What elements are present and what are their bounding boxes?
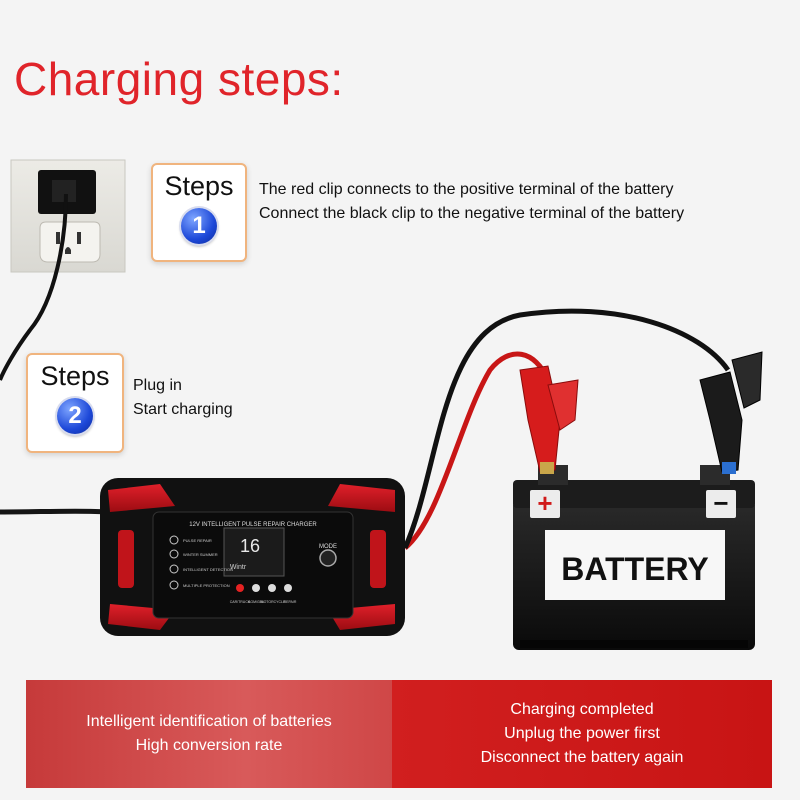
- battery-plus-sign: +: [537, 488, 552, 518]
- charger-left-label: PULSE REPAIR: [183, 538, 212, 543]
- charger-panel-title: 12V INTELLIGENT PULSE REPAIR CHARGER: [189, 522, 317, 528]
- charger-device-icon: 16 Wintr 12V INTELLIGENT PULSE REPAIR CH…: [100, 478, 405, 636]
- completion-line: Disconnect the battery again: [480, 749, 684, 766]
- charger-mode-button[interactable]: [319, 549, 337, 567]
- charger-left-label: WINTER SUMMER: [183, 552, 218, 557]
- charger-left-cable: [0, 508, 111, 515]
- charger-bottom-label: AGM/GEL: [248, 600, 264, 604]
- completion-banner: Charging completed Unplug the power firs…: [392, 680, 772, 788]
- black-cable: [402, 308, 731, 550]
- completion-line: Charging completed: [510, 701, 654, 718]
- charger-left-label: INTELLIGENT DETECTION: [183, 567, 233, 572]
- step-2-description: Plug in Start charging: [133, 374, 233, 422]
- step-2-badge: Steps 2: [26, 353, 124, 453]
- feature-banner: Intelligent identification of batteries …: [26, 680, 392, 788]
- charger-display-mode: Wintr: [230, 564, 247, 571]
- step-1-number: 1: [181, 208, 217, 244]
- page-title: Charging steps:: [14, 53, 344, 105]
- completion-line: Unplug the power first: [504, 725, 660, 742]
- step-1-word: Steps: [164, 171, 234, 201]
- step-1-description: The red clip connects to the positive te…: [259, 178, 684, 226]
- step-2-line: Plug in: [133, 377, 182, 394]
- charger-mode-label: MODE: [319, 544, 337, 550]
- charger-bottom-label: REPAIR: [284, 600, 297, 604]
- charger-bottom-label: CAR/TRUCK: [230, 600, 251, 604]
- feature-line: Intelligent identification of batteries: [86, 713, 332, 730]
- step-2-word: Steps: [40, 361, 110, 391]
- feature-line: High conversion rate: [135, 737, 283, 754]
- battery-minus-sign: −: [713, 488, 728, 518]
- step-2-line: Start charging: [133, 401, 233, 418]
- step-2-number: 2: [57, 398, 93, 434]
- battery-label: BATTERY: [561, 551, 709, 587]
- battery-icon: [513, 465, 755, 650]
- charger-left-label: MULTIPLE PROTECTION: [183, 583, 230, 588]
- power-cord: [0, 193, 68, 381]
- red-clamp-icon: [519, 365, 579, 474]
- charger-bottom-label: MOTORCYCLE: [261, 600, 286, 604]
- step-1-line: Connect the black clip to the negative t…: [259, 205, 685, 222]
- charger-display-value: 16: [240, 536, 260, 556]
- step-1-badge: Steps 1: [151, 163, 247, 262]
- black-clamp-icon: [699, 351, 763, 474]
- step-1-line: The red clip connects to the positive te…: [259, 181, 674, 198]
- wall-outlet-icon: [10, 159, 126, 273]
- red-cable: [403, 351, 551, 550]
